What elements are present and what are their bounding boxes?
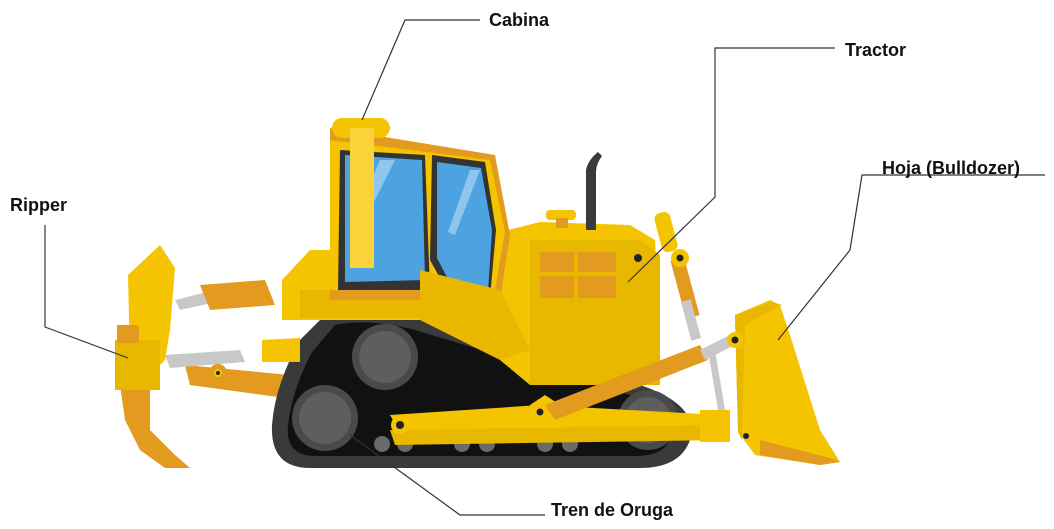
leader-cabina <box>361 19 480 121</box>
leader-lines <box>44 19 1045 516</box>
label-tractor: Tractor <box>845 40 907 60</box>
tractor-body <box>262 118 660 385</box>
push-arm <box>390 211 735 445</box>
leader-tren <box>349 434 545 516</box>
leader-hoja <box>777 174 1045 341</box>
bulldozer-blade <box>727 300 840 465</box>
label-cabina: Cabina <box>489 10 550 30</box>
leader-tractor <box>627 47 835 283</box>
label-ripper: Ripper <box>10 195 68 215</box>
ripper-assembly <box>115 245 300 468</box>
label-hoja: Hoja (Bulldozer) <box>882 158 1020 178</box>
label-tren-de-oruga: Tren de Oruga <box>551 500 674 520</box>
leader-ripper <box>44 225 129 359</box>
track-assembly <box>271 306 692 468</box>
